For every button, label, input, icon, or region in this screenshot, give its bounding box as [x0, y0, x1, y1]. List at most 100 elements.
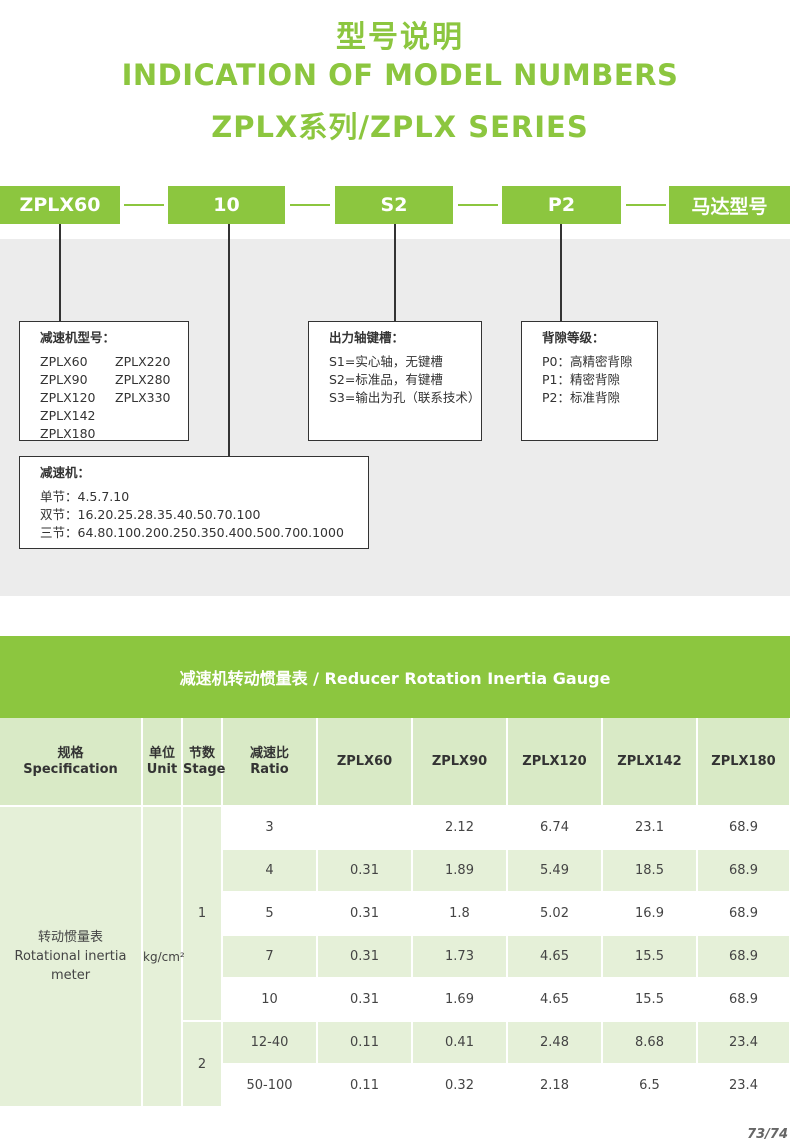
value-cell: 0.32	[412, 1064, 508, 1108]
value-cell: 2.48	[507, 1021, 603, 1065]
series-title: ZPLX系列/ZPLX SERIES	[211, 110, 589, 144]
value-cell: 68.9	[697, 935, 791, 979]
table-row: 7 0.31 1.73 4.65 15.5 68.9	[0, 935, 791, 979]
code-dash	[290, 204, 330, 206]
value-cell: 68.9	[697, 849, 791, 893]
connector-line	[59, 224, 61, 322]
reducer-option: 三节：64.80.100.200.250.350.400.500.700.100…	[40, 525, 344, 540]
value-cell: 2.12	[412, 806, 508, 850]
page-title-en: INDICATION OF MODEL NUMBERS	[121, 58, 679, 92]
connector-line	[394, 224, 396, 322]
code-ratio-box: 10	[168, 186, 285, 224]
backlash-option: P2：标准背隙	[542, 390, 620, 405]
value-cell: 6.5	[602, 1064, 698, 1108]
value-cell: 15.5	[602, 978, 698, 1022]
backlash-option: P1：精密背隙	[542, 372, 620, 387]
value-cell: 16.9	[602, 892, 698, 936]
value-cell: 6.74	[507, 806, 603, 850]
value-cell: 0.31	[317, 978, 413, 1022]
value-cell: 0.31	[317, 935, 413, 979]
ratio-cell: 50-100	[222, 1064, 318, 1108]
value-cell: 5.02	[507, 892, 603, 936]
value-cell: 68.9	[697, 978, 791, 1022]
code-model-box: ZPLX60	[0, 186, 120, 224]
value-cell: 1.8	[412, 892, 508, 936]
model-code-row: ZPLX60 10 S2 P2 马达型号	[0, 186, 800, 224]
value-cell: 1.89	[412, 849, 508, 893]
ratio-cell: 10	[222, 978, 318, 1022]
value-cell: 4.65	[507, 978, 603, 1022]
inertia-table-title: 减速机转动惯量表 / Reducer Rotation Inertia Gaug…	[0, 636, 790, 718]
value-cell: 0.41	[412, 1021, 508, 1065]
value-cell: 2.18	[507, 1064, 603, 1108]
stage-cell: 2	[182, 1021, 223, 1108]
code-shaft-box: S2	[335, 186, 453, 224]
value-cell: 18.5	[602, 849, 698, 893]
value-cell: 23.4	[697, 1021, 791, 1065]
model-option: ZPLX90	[40, 372, 88, 387]
reducer-description-box: 减速机： 单节：4.5.7.10 双节：16.20.25.28.35.40.50…	[19, 456, 369, 549]
model-header: ZPLX142	[602, 718, 698, 807]
ratio-cell: 7	[222, 935, 318, 979]
model-option: ZPLX280	[115, 372, 171, 387]
value-cell: 4.65	[507, 935, 603, 979]
ratio-cell: 5	[222, 892, 318, 936]
value-cell: 23.4	[697, 1064, 791, 1108]
table-row: 4 0.31 1.89 5.49 18.5 68.9	[0, 849, 791, 893]
value-cell: 23.1	[602, 806, 698, 850]
model-option: ZPLX60	[40, 354, 88, 369]
shaft-option: S1=实心轴，无键槽	[329, 354, 443, 369]
value-cell: 0.11	[317, 1021, 413, 1065]
value-cell: 15.5	[602, 935, 698, 979]
table-row: 5 0.31 1.8 5.02 16.9 68.9	[0, 892, 791, 936]
model-option: ZPLX330	[115, 390, 171, 405]
code-backlash-box: P2	[502, 186, 621, 224]
reducer-option: 双节：16.20.25.28.35.40.50.70.100	[40, 507, 261, 522]
table-row: 50-100 0.11 0.32 2.18 6.5 23.4	[0, 1064, 791, 1108]
shaft-description-heading: 出力轴键槽：	[329, 330, 405, 345]
ratio-cell: 12-40	[222, 1021, 318, 1065]
page-number: 73/74	[747, 1127, 788, 1142]
value-cell: 68.9	[697, 806, 791, 850]
model-option: ZPLX180	[40, 426, 96, 441]
backlash-description-box: 背隙等级： P0：高精密背隙 P1：精密背隙 P2：标准背隙	[521, 321, 658, 441]
code-dash	[626, 204, 666, 206]
reducer-option: 单节：4.5.7.10	[40, 489, 130, 504]
reducer-description-heading: 减速机：	[40, 465, 91, 480]
value-cell: 0.31	[317, 849, 413, 893]
value-cell: 5.49	[507, 849, 603, 893]
model-header: ZPLX60	[317, 718, 413, 807]
value-cell: 68.9	[697, 892, 791, 936]
code-dash	[124, 204, 164, 206]
page-title-cn: 型号说明	[336, 20, 464, 55]
table-row: 10 0.31 1.69 4.65 15.5 68.9	[0, 978, 791, 1022]
model-header: ZPLX120	[507, 718, 603, 807]
model-description-box: 减速机型号： ZPLX60 ZPLX220 ZPLX90 ZPLX280 ZPL…	[19, 321, 189, 441]
model-header: ZPLX90	[412, 718, 508, 807]
value-cell: 0.31	[317, 892, 413, 936]
backlash-option: P0：高精密背隙	[542, 354, 633, 369]
value-cell: 8.68	[602, 1021, 698, 1065]
connector-line	[228, 224, 230, 456]
value-cell	[317, 806, 413, 850]
model-header: ZPLX180	[697, 718, 791, 807]
table-row: 2 12-40 0.11 0.41 2.48 8.68 23.4	[0, 1021, 791, 1108]
shaft-option: S3=输出为孔（联系技术）	[329, 390, 481, 405]
value-cell: 0.11	[317, 1064, 413, 1108]
ratio-cell: 4	[222, 849, 318, 893]
model-option: ZPLX220	[115, 354, 171, 369]
model-description-heading: 减速机型号：	[40, 330, 116, 345]
shaft-description-box: 出力轴键槽： S1=实心轴，无键槽 S2=标准品，有键槽 S3=输出为孔（联系技…	[308, 321, 482, 441]
value-cell: 1.73	[412, 935, 508, 979]
shaft-option: S2=标准品，有键槽	[329, 372, 443, 387]
unit-cell: kg/cm²	[142, 806, 185, 1108]
code-motor-box: 马达型号	[669, 186, 790, 224]
